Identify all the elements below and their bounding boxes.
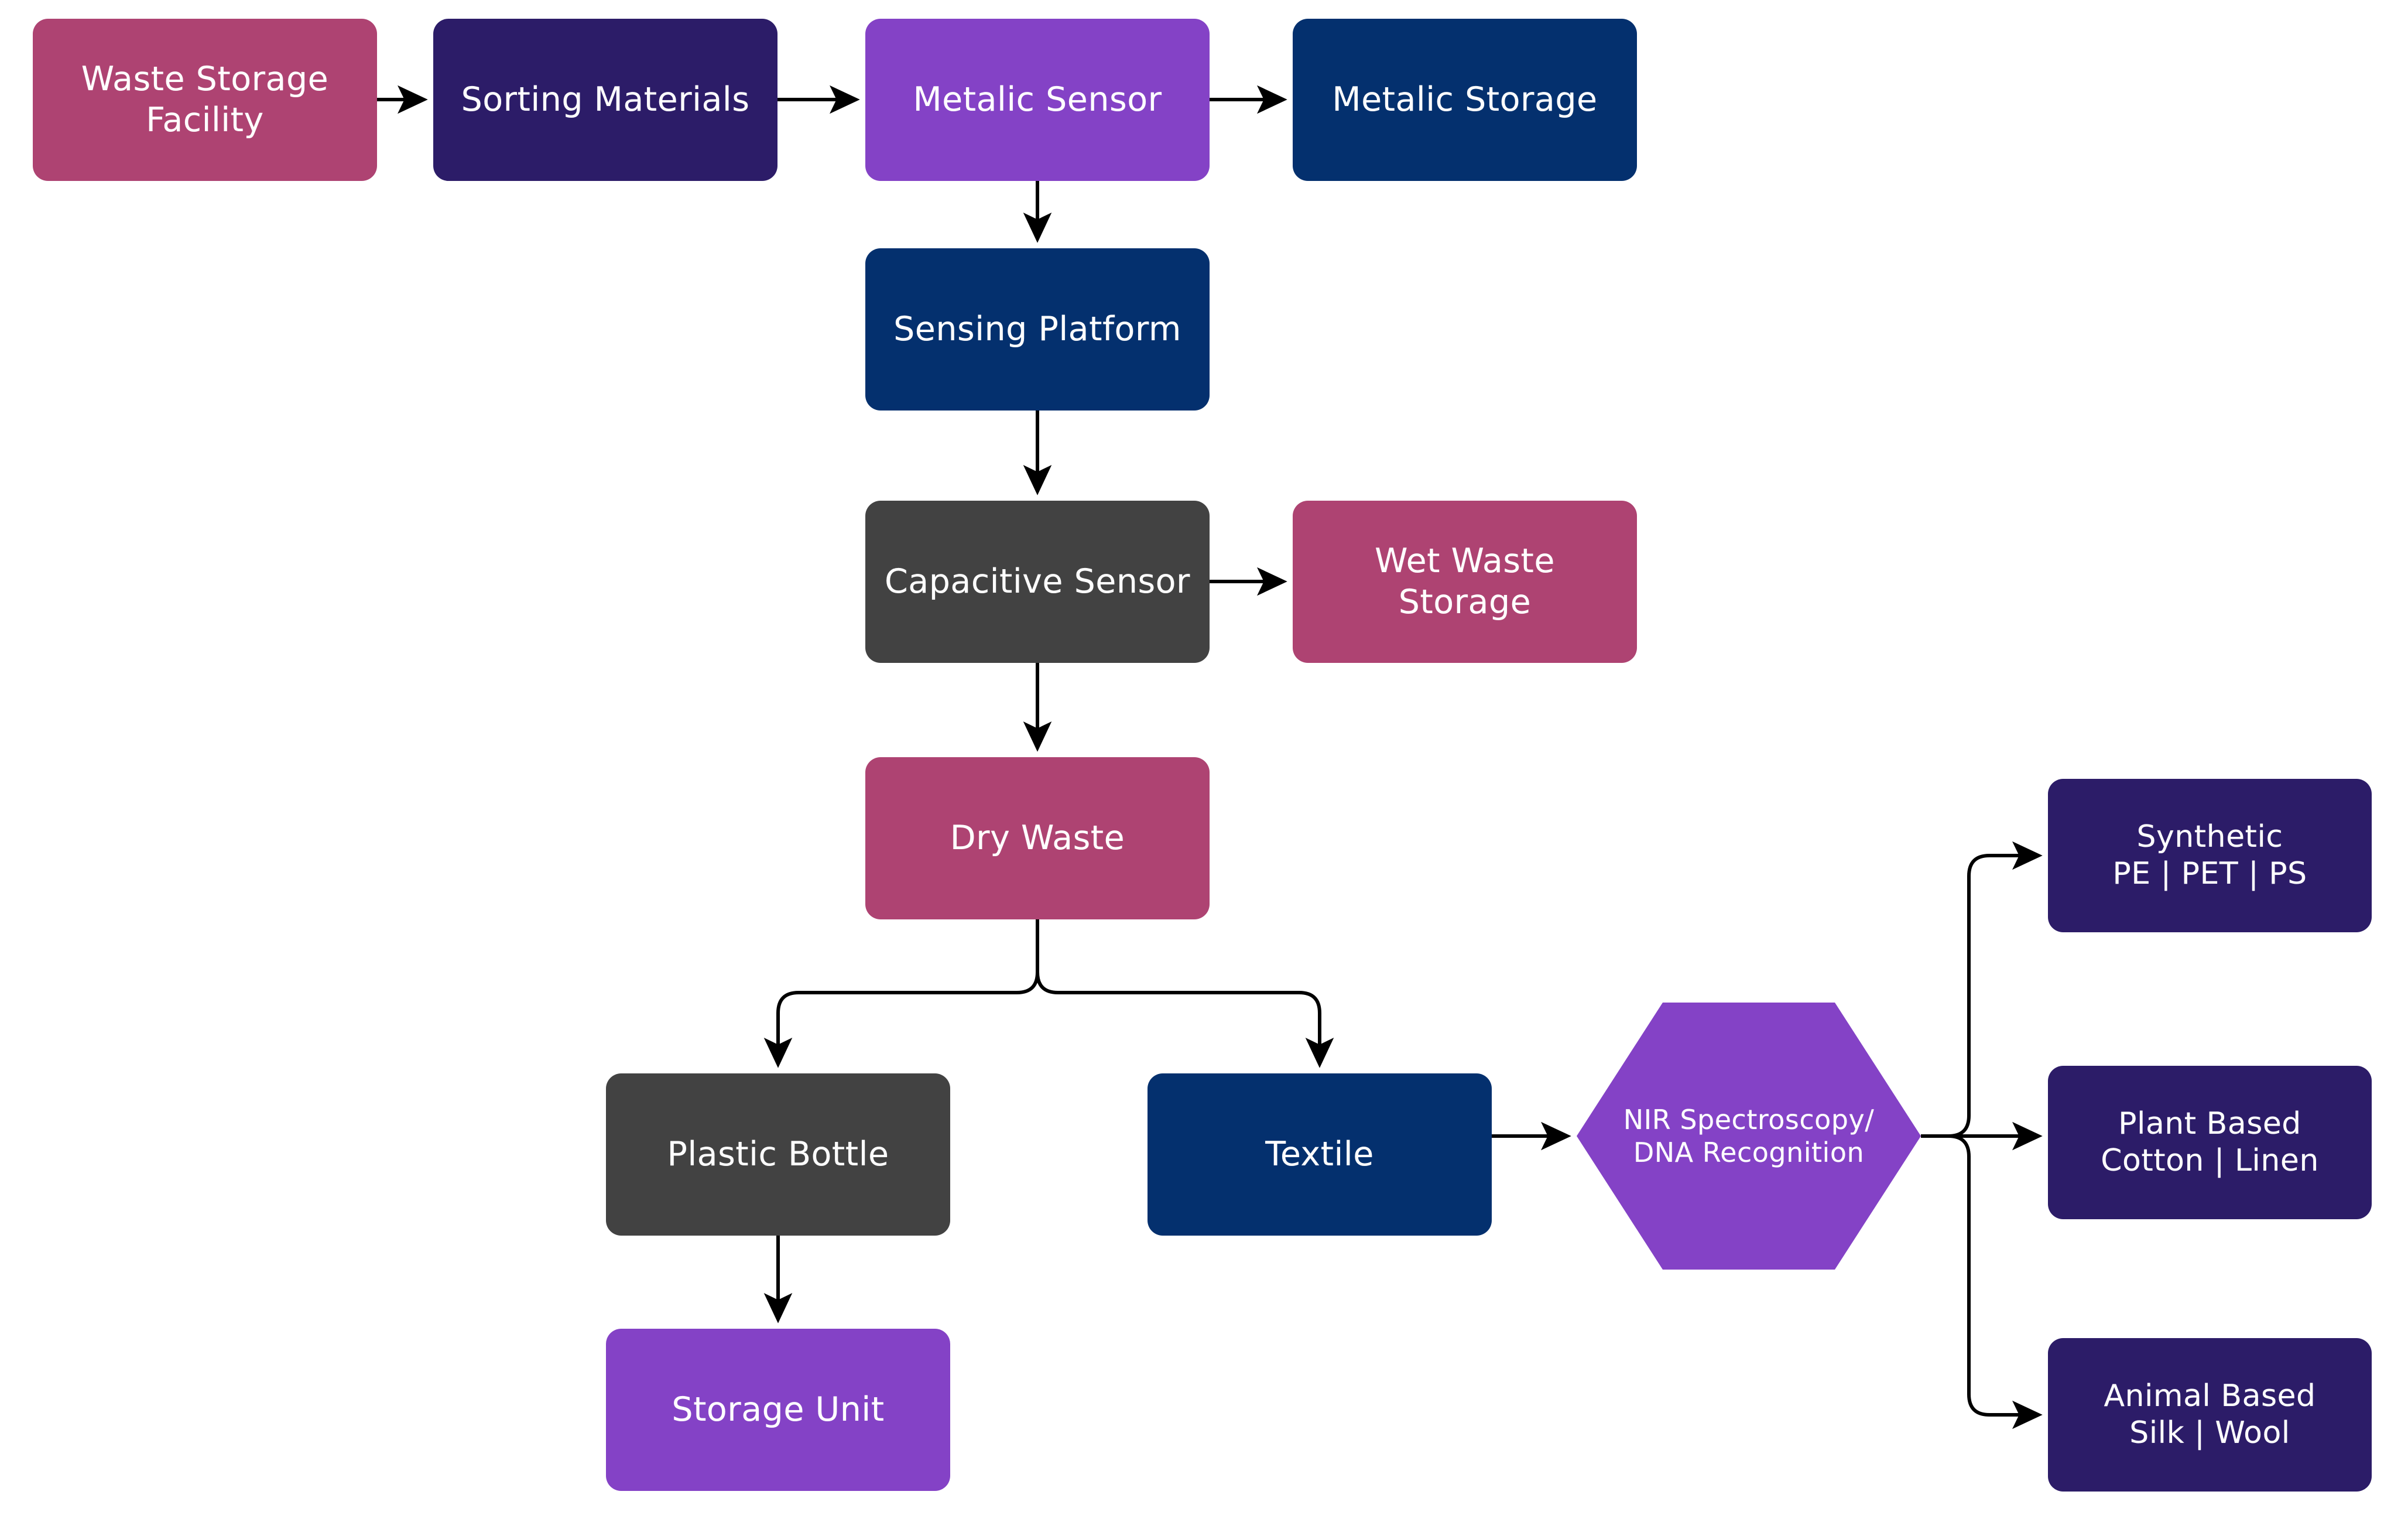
- node-sensing-platform[interactable]: Sensing Platform: [865, 248, 1210, 411]
- node-plastic-bottle[interactable]: Plastic Bottle: [606, 1073, 950, 1236]
- edge-nir-to-animal-based: [1921, 1134, 2043, 1429]
- node-label-plastic-bottle: Plastic Bottle: [667, 1134, 889, 1174]
- node-label-synthetic: Synthetic PE | PET | PS: [2112, 819, 2307, 891]
- node-textile[interactable]: Textile: [1148, 1073, 1492, 1236]
- node-label-sensing-platform: Sensing Platform: [893, 309, 1181, 348]
- hexagon-shape: [1577, 1003, 1921, 1270]
- node-label-wet-waste-storage: Wet Waste Storage: [1375, 541, 1555, 621]
- node-wet-waste-storage[interactable]: Wet Waste Storage: [1293, 501, 1637, 663]
- node-synthetic[interactable]: Synthetic PE | PET | PS: [2048, 779, 2372, 932]
- node-label-storage-unit: Storage Unit: [672, 1390, 885, 1429]
- node-label-capacitive-sensor: Capacitive Sensor: [884, 562, 1190, 601]
- node-label-waste-storage-facility: Waste Storage Facility: [81, 59, 329, 139]
- node-label-metalic-sensor: Metalic Sensor: [913, 80, 1162, 119]
- node-label-plant-based: Plant Based Cotton | Linen: [2101, 1106, 2319, 1178]
- node-animal-based[interactable]: Animal Based Silk | Wool: [2048, 1338, 2372, 1492]
- node-plant-based[interactable]: Plant Based Cotton | Linen: [2048, 1066, 2372, 1219]
- node-dry-waste[interactable]: Dry Waste: [865, 757, 1210, 919]
- node-waste-storage-facility[interactable]: Waste Storage Facility: [33, 19, 377, 181]
- edge-dry-waste-to-plastic-bottle: [763, 919, 1039, 1068]
- node-label-metalic-storage: Metalic Storage: [1332, 80, 1598, 119]
- node-metalic-sensor[interactable]: Metalic Sensor: [865, 19, 1210, 181]
- node-storage-unit[interactable]: Storage Unit: [606, 1329, 950, 1491]
- node-label-textile: Textile: [1265, 1134, 1374, 1174]
- node-label-dry-waste: Dry Waste: [950, 818, 1125, 857]
- node-label-sorting-materials: Sorting Materials: [461, 80, 750, 119]
- node-sorting-materials[interactable]: Sorting Materials: [433, 19, 777, 181]
- node-label-animal-based: Animal Based Silk | Wool: [2104, 1378, 2316, 1451]
- node-capacitive-sensor[interactable]: Capacitive Sensor: [865, 501, 1210, 663]
- node-label-nir-spectroscopy-dna-recognition: NIR Spectroscopy/ DNA Recognition: [1623, 1103, 1875, 1168]
- node-nir-spectroscopy-dna-recognition[interactable]: NIR Spectroscopy/ DNA Recognition: [1577, 1003, 1921, 1270]
- edge-nir-to-synthetic: [1921, 841, 2043, 1138]
- node-metalic-storage[interactable]: Metalic Storage: [1293, 19, 1637, 181]
- edge-dry-waste-to-textile: [1036, 919, 1334, 1068]
